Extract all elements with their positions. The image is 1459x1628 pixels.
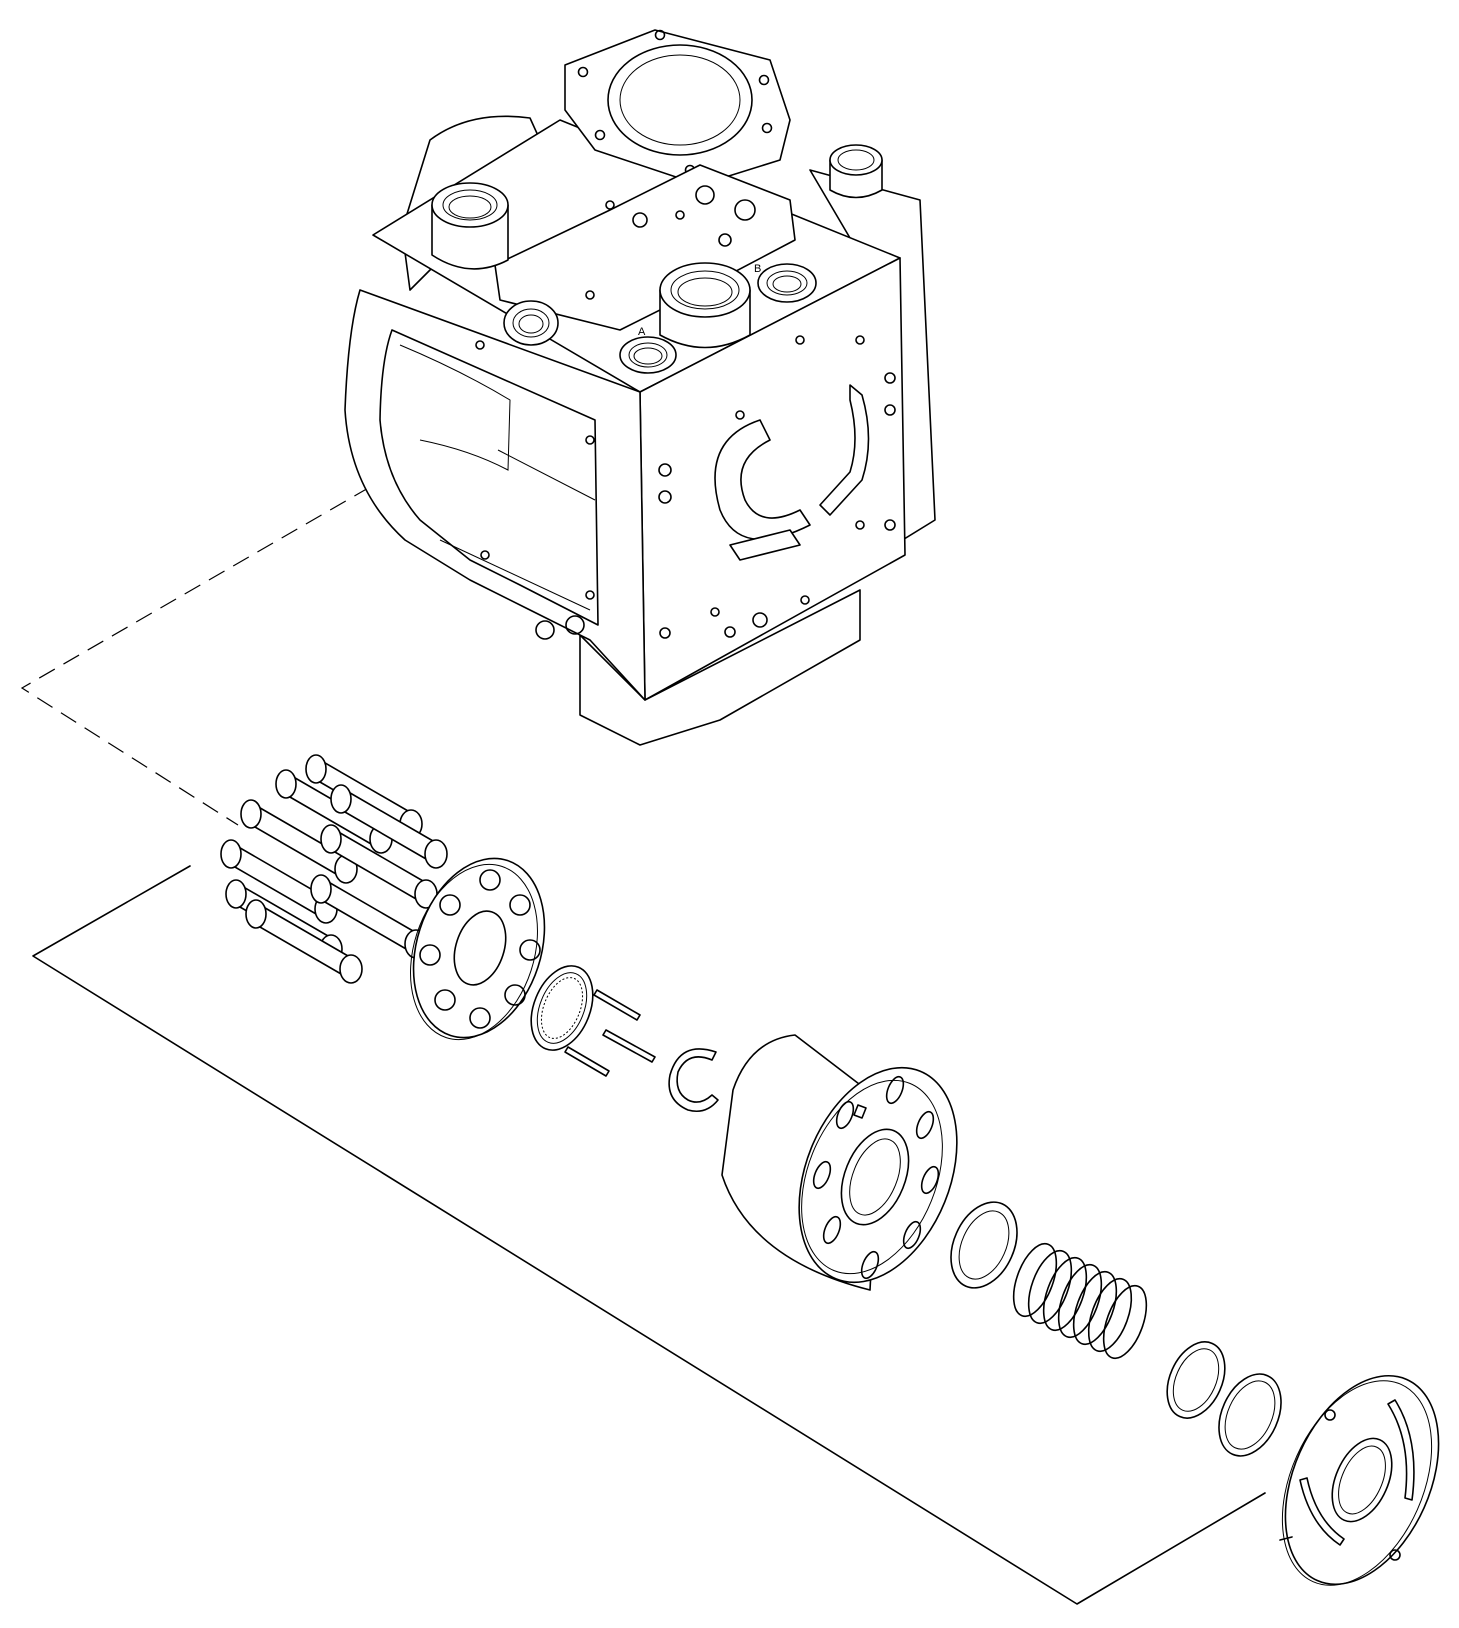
piston xyxy=(240,799,358,884)
threaded-port-side xyxy=(503,300,559,346)
kidney-port-slot xyxy=(714,419,811,541)
washer xyxy=(950,1201,1018,1289)
valve-plate xyxy=(1279,1374,1440,1586)
port-b-label: B xyxy=(754,263,761,275)
retainer-plate xyxy=(410,857,546,1041)
threaded-port-rear xyxy=(829,144,883,199)
threaded-port-a xyxy=(619,336,677,374)
port-a-label: A xyxy=(638,326,646,338)
dashed-leader-line xyxy=(20,486,371,826)
threaded-port-top-left xyxy=(431,182,509,270)
cylinder-block xyxy=(721,1034,958,1291)
assembly-axis-line xyxy=(32,865,1266,1605)
piston-set xyxy=(220,754,448,984)
retaining-ring xyxy=(1218,1373,1282,1457)
snap-ring xyxy=(1166,1341,1226,1419)
threaded-port-main xyxy=(659,262,751,349)
spring xyxy=(1012,1242,1148,1360)
flange-bore xyxy=(607,44,753,156)
piston xyxy=(245,899,363,984)
piston xyxy=(320,824,438,909)
curved-channel xyxy=(819,384,870,516)
pins xyxy=(564,989,656,1077)
threaded-port-b xyxy=(757,263,817,303)
split-ring xyxy=(668,1048,719,1113)
piston xyxy=(330,784,448,869)
pump-housing: A B xyxy=(344,29,936,746)
spline-ring xyxy=(530,965,594,1051)
